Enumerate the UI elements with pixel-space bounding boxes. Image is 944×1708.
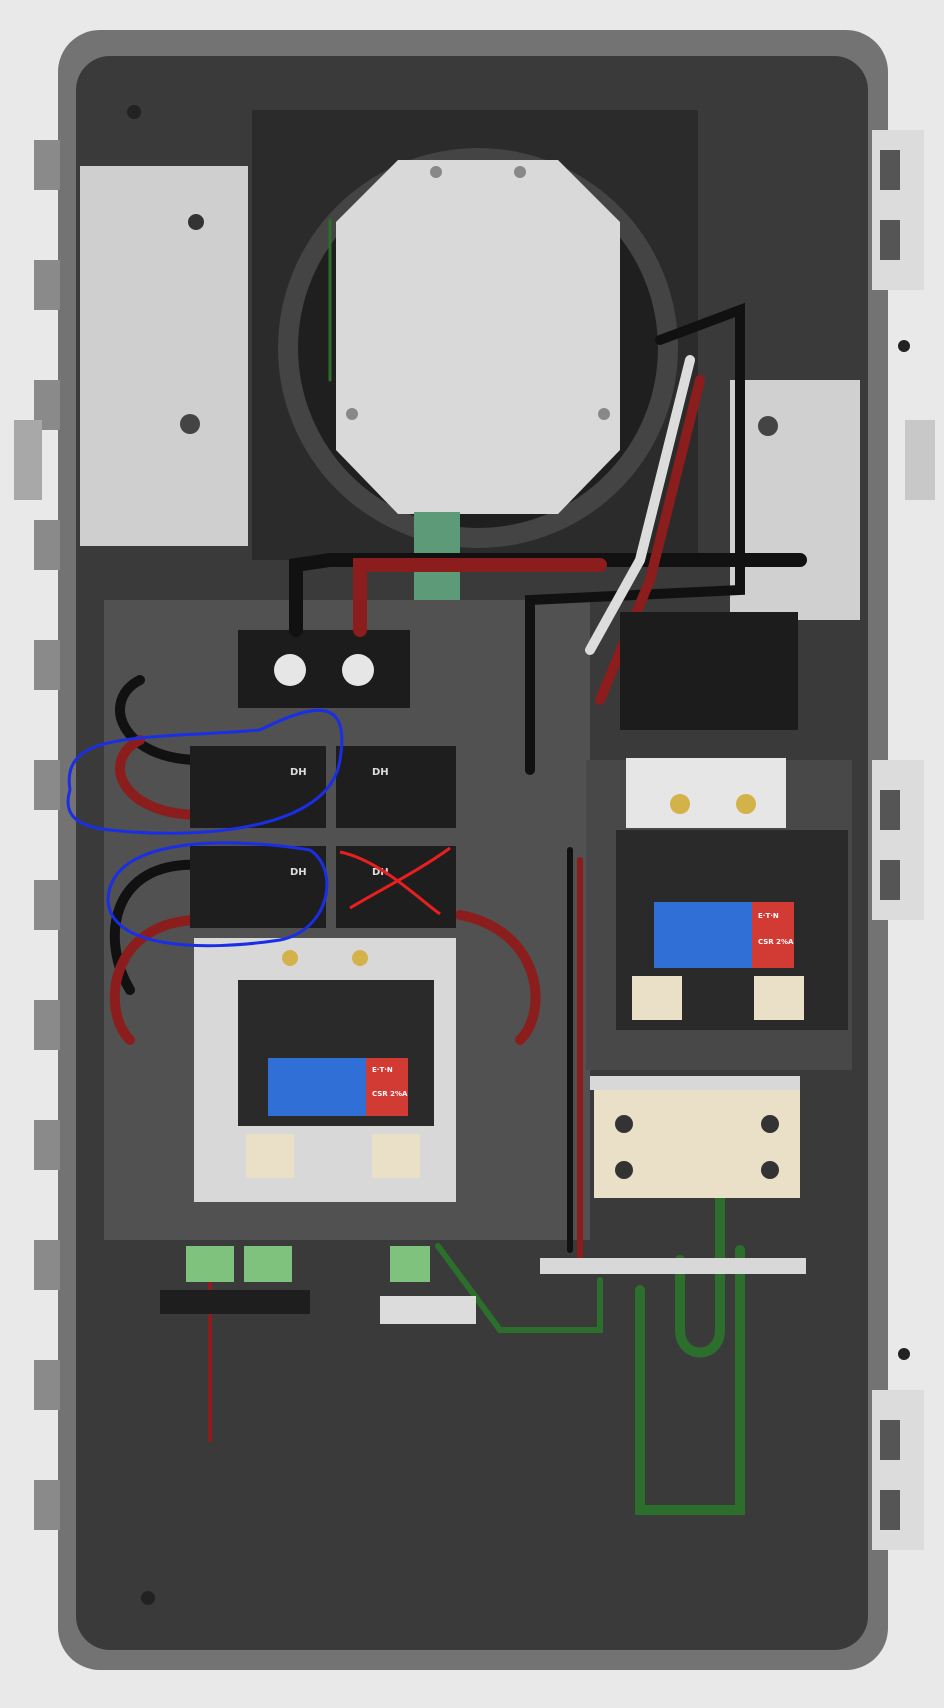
breaker-icon: DH DH [190, 746, 456, 828]
disconnect-brand: E·T·N [758, 912, 779, 920]
ground-screw-icon [758, 416, 778, 436]
terminal-lug-icon [274, 654, 306, 686]
terminal-lug-icon [754, 976, 804, 1020]
ground-screw-icon [598, 408, 610, 420]
ground-screw-icon [430, 166, 442, 178]
conductors [109, 218, 807, 1515]
disconnect-model: CSR 2%A [758, 938, 794, 946]
terminal-lug-icon [282, 950, 298, 966]
ground-screw-icon [141, 1591, 155, 1605]
neutral-block [594, 1082, 800, 1198]
left-hinge-tabs [14, 140, 60, 1530]
main-breaker-model: CSR 2%A [372, 1090, 408, 1098]
left-shield-plate [80, 166, 248, 546]
terminal-lug-icon [736, 794, 756, 814]
bus-bar-icon [540, 1258, 806, 1274]
main-breaker-brand: E·T·N [372, 1066, 393, 1074]
ground-screw-icon [346, 408, 358, 420]
terminal-lug-icon [761, 1115, 779, 1133]
main-lug-block [238, 630, 410, 708]
terminal-lug-icon [372, 1134, 420, 1178]
main-breaker-label-accent [366, 1058, 408, 1116]
right-latch-tabs [872, 130, 935, 1550]
red-annotation-cross [339, 846, 451, 916]
terminal-lug-icon [761, 1161, 779, 1179]
ground-screw-icon [514, 166, 526, 178]
ground-screw-icon [127, 105, 141, 119]
ground-screw-icon [180, 414, 200, 434]
terminal-lug-icon [670, 794, 690, 814]
blue-annotation-top [66, 708, 344, 835]
breaker-label: DH [372, 767, 389, 778]
disconnect-lug-frame [626, 758, 786, 828]
terminal-lug-icon [342, 654, 374, 686]
terminal-lug-icon [615, 1115, 633, 1133]
meter-cover-plate [336, 160, 620, 514]
ground-screw-icon [898, 1348, 910, 1360]
meter-lug-block [620, 612, 798, 730]
blue-annotation-bottom [106, 841, 329, 948]
terminal-lug-icon [632, 976, 682, 1020]
ground-screw-icon [898, 340, 910, 352]
breaker-icon: DH DH [190, 846, 456, 928]
bus-bar-icon [590, 1076, 800, 1090]
terminal-lug-icon [246, 1134, 294, 1178]
breaker-label: DH [372, 867, 389, 878]
breaker-label: DH [290, 867, 307, 878]
breaker-label: DH [290, 767, 307, 778]
disconnect-label-accent [752, 902, 794, 968]
terminal-strip [160, 1246, 476, 1324]
right-shield-plate [730, 380, 860, 620]
terminal-lug-icon [615, 1161, 633, 1179]
terminal-lug-icon [352, 950, 368, 966]
ground-screw-icon [188, 214, 204, 230]
